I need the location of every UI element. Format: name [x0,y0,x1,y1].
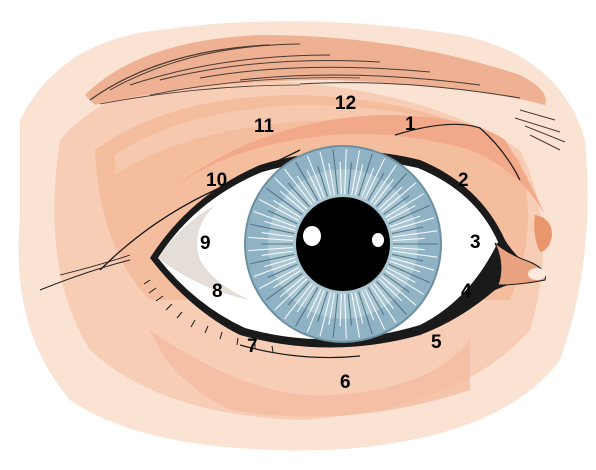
label-10: 10 [206,171,227,190]
label-5: 5 [431,333,442,352]
label-3: 3 [470,233,481,252]
label-11: 11 [254,117,274,136]
label-9: 9 [200,234,211,253]
label-7: 7 [247,337,258,356]
label-8: 8 [212,282,223,301]
label-6: 6 [340,373,351,392]
pupil [296,197,390,291]
label-2: 2 [458,171,469,190]
label-1: 1 [405,115,416,134]
label-12: 12 [335,94,356,113]
label-4: 4 [461,282,472,301]
